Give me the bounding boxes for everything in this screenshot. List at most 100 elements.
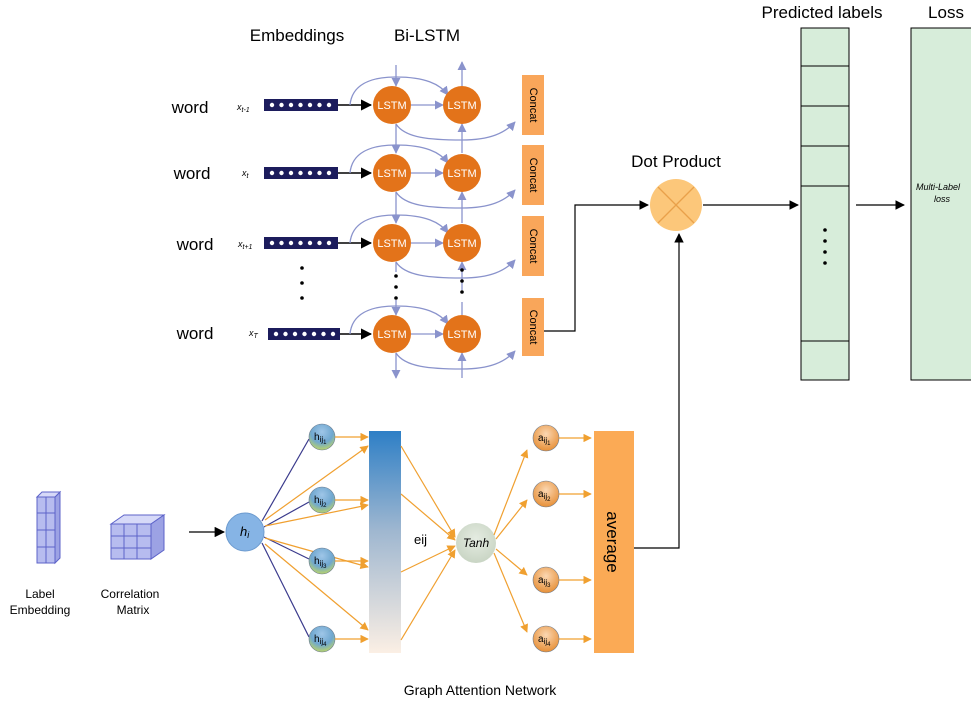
hij-nodes: hij1 hij2 hij3 hij4 <box>308 423 336 653</box>
svg-text:LSTM: LSTM <box>447 329 476 341</box>
bilstm-header: Bi-LSTM <box>394 26 460 45</box>
aij-node-4: aij4 <box>532 625 560 653</box>
label-embedding-label-line1: Label <box>25 587 54 601</box>
concat-box: Concat <box>522 145 544 205</box>
embedding-dot <box>311 331 317 337</box>
lstm-cell: LSTM <box>373 154 411 192</box>
svg-text:Concat: Concat <box>527 229 539 264</box>
lstm-cell: LSTM <box>373 86 411 124</box>
embedding-dot <box>307 102 313 108</box>
embedding-dot <box>298 102 303 108</box>
svg-text:LSTM: LSTM <box>377 238 406 250</box>
embedding-dot <box>279 170 284 176</box>
aij-to-average-edges <box>559 433 592 644</box>
aij-node-2: aij2 <box>532 480 560 508</box>
lstm-cell: LSTM <box>443 154 481 192</box>
svg-text:LSTM: LSTM <box>377 100 406 112</box>
word-label: word <box>173 164 211 183</box>
aij-node-1: aij1 <box>532 424 560 452</box>
hij-node-2: hij2 <box>308 486 336 514</box>
svg-text:LSTM: LSTM <box>447 100 476 112</box>
word-label: word <box>171 98 209 117</box>
label-embedding-label-line2: Embedding <box>10 603 71 617</box>
x-token-label: xt <box>241 168 250 180</box>
embedding-dot <box>326 102 332 108</box>
embedding-dot <box>283 331 288 337</box>
correlation-matrix-label-line1: Correlation <box>101 587 160 601</box>
embedding-dot <box>307 170 313 176</box>
lstm-cell: LSTM <box>373 224 411 262</box>
svg-text:hij2: hij2 <box>314 495 327 509</box>
lstm-cells: LSTM LSTM LSTM LSTM LSTM LSTM LSTM LSTM <box>373 86 481 353</box>
svg-text:hij3: hij3 <box>314 556 327 570</box>
svg-text:average: average <box>603 511 622 572</box>
embedding-dot <box>269 240 275 246</box>
word-label: word <box>176 324 214 343</box>
embedding-dot <box>288 102 294 108</box>
svg-text:aij2: aij2 <box>538 489 551 503</box>
predicted-labels-header: Predicted labels <box>762 3 883 22</box>
vertical-ellipsis-lstm <box>394 268 464 300</box>
concat-box: Concat <box>522 216 544 276</box>
hij-to-gradient-edges <box>335 432 369 644</box>
svg-text:aij1: aij1 <box>538 433 551 447</box>
lstm-cell: LSTM <box>443 86 481 124</box>
embedding-dot <box>302 331 307 337</box>
label-embedding-icon <box>35 490 62 565</box>
svg-text:LSTM: LSTM <box>447 238 476 250</box>
word-label: word <box>176 235 214 254</box>
embedding-dot <box>288 240 294 246</box>
eij-label: eij <box>414 532 427 547</box>
lstm-cell: LSTM <box>443 224 481 262</box>
hi-to-hij-edges <box>261 438 310 638</box>
hij-node-1: hij1 <box>308 423 336 451</box>
concat-box: Concat <box>522 298 544 356</box>
svg-text:hij4: hij4 <box>314 634 327 648</box>
embedding-dot <box>279 240 284 246</box>
hij-node-3: hij3 <box>308 547 336 575</box>
hi-to-gradient-edges <box>264 445 369 631</box>
gat-title: Graph Attention Network <box>404 682 558 698</box>
svg-text:Concat: Concat <box>527 158 539 193</box>
concat-boxes: Concat Concat Concat Concat <box>522 75 544 356</box>
svg-text:Concat: Concat <box>527 88 539 123</box>
concat-box: Concat <box>522 75 544 135</box>
svg-text:Tanh: Tanh <box>463 536 490 550</box>
aij-nodes: aij1 aij2 aij3 aij4 <box>532 424 560 653</box>
correlation-matrix-label-line2: Matrix <box>117 603 150 617</box>
aij-node-3: aij3 <box>532 566 560 594</box>
embedding-dot <box>321 331 326 337</box>
svg-text:Concat: Concat <box>527 310 539 345</box>
embedding-dot <box>273 331 279 337</box>
embedding-dot <box>279 102 284 108</box>
embedding-dot <box>326 240 332 246</box>
svg-text:hi: hi <box>240 524 250 540</box>
bilstm-connections <box>349 61 516 379</box>
average-box: average <box>594 431 634 653</box>
loss-text-line2: loss <box>934 194 951 204</box>
svg-text:hij1: hij1 <box>314 432 327 446</box>
svg-text:LSTM: LSTM <box>447 168 476 180</box>
embedding-dot <box>330 331 336 337</box>
loss-box: Multi-Label loss <box>910 27 971 381</box>
embedding-dot <box>307 240 313 246</box>
embedding-dot <box>298 170 303 176</box>
x-token-label: xt+1 <box>237 239 253 251</box>
hij-node-4: hij4 <box>308 625 336 653</box>
dot-product-label: Dot Product <box>631 152 721 171</box>
svg-text:LSTM: LSTM <box>377 329 406 341</box>
predicted-labels-column <box>800 27 850 381</box>
embedding-dot <box>288 170 294 176</box>
svg-text:LSTM: LSTM <box>377 168 406 180</box>
tanh-to-aij-edges <box>493 449 529 633</box>
dot-product-node <box>650 179 702 231</box>
x-token-label: xT <box>248 328 259 340</box>
embedding-dot <box>298 240 303 246</box>
word-row-1: word xt-1 <box>171 98 373 117</box>
embedding-dot <box>317 102 322 108</box>
loss-text-line1: Multi-Label <box>916 182 961 192</box>
concat-to-dot-arrow <box>544 200 649 332</box>
embedding-dot <box>326 170 332 176</box>
embedding-dots <box>269 102 336 337</box>
